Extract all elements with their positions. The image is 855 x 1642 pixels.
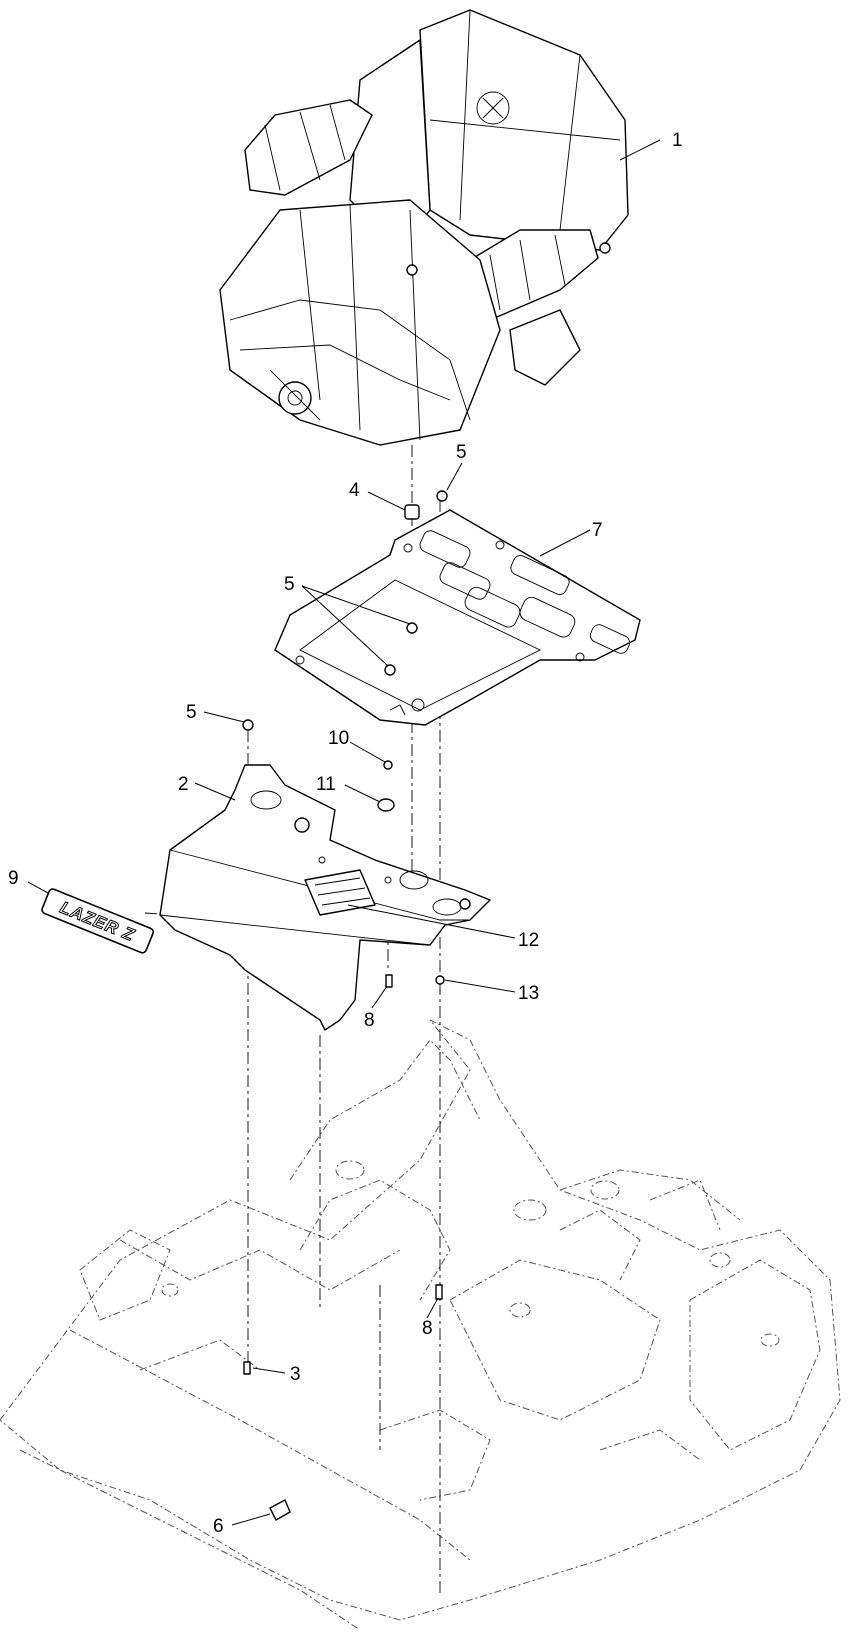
callout-13: 13 [518,983,539,1004]
callout-3: 3 [290,1364,301,1385]
callout-8-upper: 8 [364,1010,375,1031]
callout-7: 7 [592,520,603,541]
callout-12: 12 [518,930,539,951]
callout-10: 10 [328,728,349,749]
mower-frame [0,1019,841,1631]
callouts: 1 2 3 4 5 5 5 6 7 8 8 9 10 11 12 13 [8,130,683,1537]
callout-6: 6 [213,1516,224,1537]
seat [219,9,629,446]
lazer-z-decal: LAZER Z [41,888,155,954]
callout-4: 4 [349,480,360,501]
hardware [242,490,448,1521]
callout-8-lower: 8 [422,1318,433,1339]
callout-5-top: 5 [456,442,467,463]
leader-lines [27,139,661,1526]
callout-1: 1 [672,130,683,151]
callout-5-plate: 5 [284,574,295,595]
callout-2: 2 [178,774,189,795]
callout-11: 11 [316,774,336,795]
seat-support-pan [159,764,491,1031]
callout-9: 9 [8,868,19,889]
callout-5-pan: 5 [186,702,197,723]
seat-mounting-plate [274,509,641,726]
